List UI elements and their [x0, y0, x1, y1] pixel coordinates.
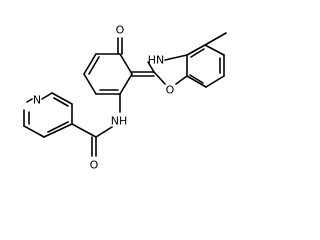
- pyridine-ring: [23, 92, 73, 138]
- amide-oxygen-label: O: [90, 159, 99, 172]
- quinoid-ring: [83, 53, 133, 95]
- carbonyl-oxygen-label: O: [116, 24, 125, 37]
- structure-canvas: O HN O N NH O: [23, 24, 227, 172]
- oxazole-ring: [147, 54, 188, 85]
- molecule-diagram: O HN O N NH O: [23, 24, 227, 172]
- exocyclic-double-bond: [131, 71, 155, 77]
- benzo-ring: [186, 44, 225, 88]
- amide-linkage: [71, 93, 121, 157]
- carbonyl-bond: [117, 37, 123, 55]
- amide-nitrogen-label: NH: [111, 115, 128, 128]
- pyridine-nitrogen-label: N: [33, 94, 41, 107]
- benzoxazole-nitrogen-label: HN: [148, 54, 165, 67]
- methyl-group: [204, 32, 227, 46]
- benzoxazole-oxygen-label: O: [166, 84, 175, 97]
